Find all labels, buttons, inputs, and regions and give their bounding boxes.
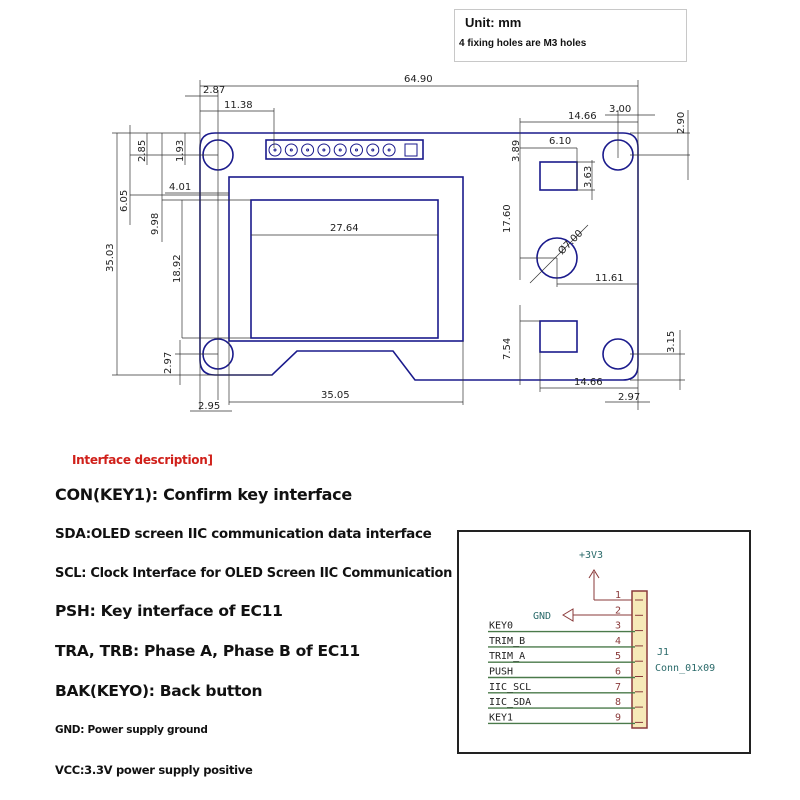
header-pin bbox=[333, 143, 347, 157]
power-label: +3V3 bbox=[579, 550, 603, 561]
pin-number: 4 bbox=[615, 636, 621, 647]
dim-label: 18.92 bbox=[172, 254, 183, 283]
mechanical-drawing: 64.90 2.87 11.38 14.66 3.00 2.90 2.85 1.… bbox=[105, 74, 690, 412]
pin-number: 9 bbox=[615, 712, 621, 723]
net-label: IIC_SDA bbox=[489, 697, 531, 708]
pin-number: 1 bbox=[615, 590, 621, 601]
unit-label: Unit: mm bbox=[465, 15, 522, 30]
dim-label: 64.90 bbox=[404, 74, 433, 85]
board-outline bbox=[199, 132, 639, 381]
dim-label: 2.90 bbox=[676, 112, 687, 134]
dim-label: 3.89 bbox=[511, 140, 522, 162]
dim-label: 1.93 bbox=[175, 140, 186, 162]
pin-number: 3 bbox=[615, 621, 621, 632]
header-pin-center bbox=[289, 148, 293, 152]
dim-label: 27.64 bbox=[330, 223, 359, 234]
header-pins bbox=[268, 143, 418, 157]
header-pin bbox=[284, 143, 298, 157]
dim-label: 2.85 bbox=[137, 140, 148, 162]
interface-item: CON(KEY1): Confirm key interface bbox=[55, 485, 352, 504]
dimension-labels: 64.90 2.87 11.38 14.66 3.00 2.90 2.85 1.… bbox=[105, 74, 687, 412]
interface-title: Interface description] bbox=[72, 453, 213, 467]
header-pin-center bbox=[322, 148, 326, 152]
interface-item: PSH: Key interface of EC11 bbox=[55, 602, 283, 620]
header-pin-center bbox=[355, 148, 358, 152]
pin-number: 7 bbox=[615, 682, 621, 693]
power-symbol-icon bbox=[588, 569, 635, 601]
interface-item: TRA, TRB: Phase A, Phase B of EC11 bbox=[55, 642, 360, 660]
dim-label: 14.66 bbox=[568, 111, 597, 122]
connector-pins: 1 2 3 KEY0 4 TRIM_B 5 TRIM_A 6 PUSH 7 IIC_SCL 8 IIC_S… bbox=[488, 590, 643, 725]
display-active-area bbox=[250, 199, 439, 339]
interface-item: SDA:OLED screen IIC communication data i… bbox=[55, 526, 432, 542]
net-label: TRIM_B bbox=[489, 636, 525, 647]
dimension-lines bbox=[112, 80, 690, 412]
dim-label: 2.95 bbox=[198, 401, 220, 412]
dim-label: 3.00 bbox=[609, 104, 631, 115]
dim-label: 3.15 bbox=[666, 331, 677, 353]
connector-schematic: +3V3 GND 123KEY04TRIM_B5TRIM_A6PUSH7IIC_… bbox=[457, 530, 751, 754]
dim-label: 17.60 bbox=[502, 204, 513, 233]
pin-number: 5 bbox=[615, 651, 621, 662]
dim-label: 2.97 bbox=[163, 352, 174, 374]
connector-body bbox=[631, 590, 648, 729]
net-label: PUSH bbox=[489, 667, 513, 678]
ground-symbol-icon bbox=[562, 608, 635, 622]
dim-label: 6.10 bbox=[549, 136, 571, 147]
header-pin-center bbox=[338, 148, 342, 152]
button-bottom bbox=[539, 320, 578, 353]
dim-label: 9.98 bbox=[150, 213, 161, 235]
pin-number: 6 bbox=[615, 667, 621, 678]
interface-item: SCL: Clock Interface for OLED Screen IIC… bbox=[55, 566, 453, 581]
connector-part: Conn_01x09 bbox=[655, 663, 715, 674]
header-pin bbox=[268, 143, 282, 157]
dim-label: Ø7.00 bbox=[556, 227, 586, 257]
net-label: TRIM_A bbox=[489, 651, 525, 662]
header-pin-square bbox=[404, 143, 418, 157]
display-frame bbox=[228, 176, 464, 342]
net-label: IIC_SCL bbox=[489, 682, 531, 693]
mount-hole-bottom-right bbox=[602, 338, 634, 370]
button-top bbox=[539, 161, 578, 191]
header-pin-center bbox=[387, 148, 391, 152]
dim-label: 14.66 bbox=[574, 377, 603, 388]
header-pin-center bbox=[273, 148, 277, 152]
header-pin bbox=[317, 143, 331, 157]
header-pin bbox=[382, 143, 396, 157]
dim-label: 2.97 bbox=[618, 392, 640, 403]
header-pin bbox=[301, 143, 315, 157]
schematic-frame bbox=[457, 530, 751, 754]
header-pin-center bbox=[371, 148, 375, 152]
net-label: KEY0 bbox=[489, 621, 513, 632]
connector-ref: J1 bbox=[657, 647, 669, 658]
pin-number: 8 bbox=[615, 697, 621, 708]
dim-label: 7.54 bbox=[502, 338, 513, 360]
dim-label: 35.05 bbox=[321, 390, 350, 401]
interface-item: GND: Power supply ground bbox=[55, 724, 208, 736]
interface-item: VCC:3.3V power supply positive bbox=[55, 763, 253, 777]
dim-label: 4.01 bbox=[169, 182, 191, 193]
dim-label: 11.61 bbox=[595, 273, 624, 284]
header-pin bbox=[350, 143, 363, 157]
net-label: KEY1 bbox=[489, 712, 513, 723]
header-pin-center bbox=[306, 148, 310, 152]
pin-number: 2 bbox=[615, 605, 621, 616]
dim-label: 2.87 bbox=[203, 85, 225, 96]
interface-item: BAK(KEYO): Back button bbox=[55, 682, 263, 700]
dim-label: 6.05 bbox=[119, 190, 130, 212]
header-pin bbox=[366, 143, 380, 157]
unit-note-box: Unit: mm 4 fixing holes are M3 holes bbox=[454, 9, 687, 62]
dim-label: 3.63 bbox=[583, 166, 594, 188]
dim-label: 35.03 bbox=[105, 243, 116, 272]
pin-header bbox=[265, 139, 424, 160]
dim-label: 11.38 bbox=[224, 100, 253, 111]
holes-note: 4 fixing holes are M3 holes bbox=[459, 38, 587, 49]
ground-label: GND bbox=[533, 611, 551, 622]
